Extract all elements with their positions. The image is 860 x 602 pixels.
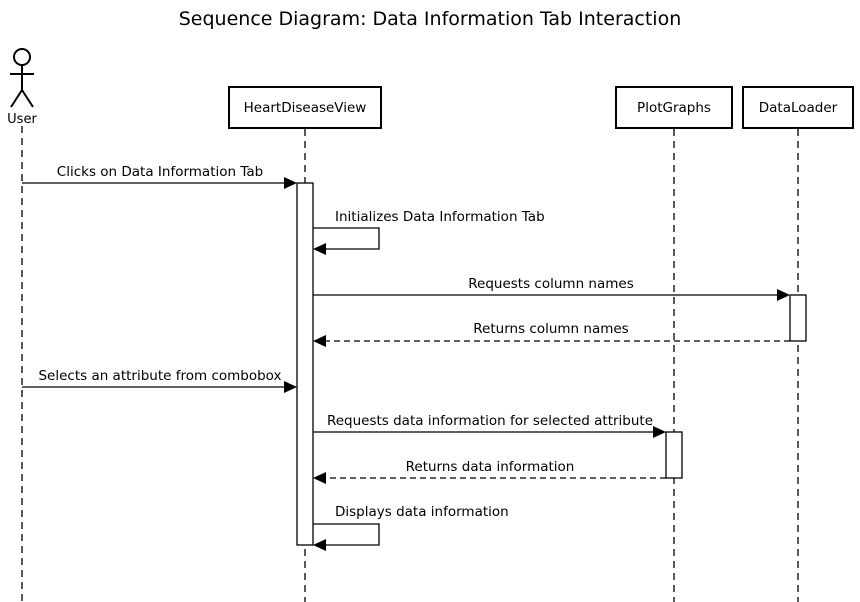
message-displays-data-information: Displays data information [313, 504, 509, 551]
activation-bar-plotgraphs [665, 431, 683, 479]
activation-bar-dataloader [789, 294, 807, 342]
participant-label: HeartDiseaseView [244, 100, 367, 116]
participant-heartdiseaseview: HeartDiseaseView [228, 86, 382, 129]
message-label: Initializes Data Information Tab [335, 209, 545, 225]
message-label: Requests data information for selected a… [327, 413, 653, 429]
message-returns-data-information: Returns data information [313, 459, 666, 484]
message-initializes-data-information-tab: Initializes Data Information Tab [313, 209, 545, 255]
message-label: Selects an attribute from combobox [38, 368, 281, 384]
message-returns-column-names: Returns column names [313, 321, 790, 347]
participant-label: DataLoader [759, 100, 838, 116]
message-requests-data-information: Requests data information for selected a… [313, 413, 666, 438]
activation-bar-heartdiseaseview [296, 182, 314, 546]
message-clicks-data-information-tab: Clicks on Data Information Tab [22, 164, 297, 189]
message-label: Returns column names [473, 321, 628, 337]
message-selects-attribute: Selects an attribute from combobox [22, 368, 297, 393]
message-label: Clicks on Data Information Tab [57, 164, 263, 180]
message-label: Requests column names [468, 276, 633, 292]
message-label: Returns data information [406, 459, 575, 475]
participant-label: PlotGraphs [637, 100, 711, 116]
actor-label-user: User [7, 112, 37, 127]
participant-plotgraphs: PlotGraphs [615, 86, 733, 129]
stick-figure-icon [10, 48, 34, 108]
message-requests-column-names: Requests column names [313, 276, 790, 301]
participant-dataloader: DataLoader [742, 86, 854, 129]
message-label: Displays data information [335, 504, 509, 520]
diagram-title: Sequence Diagram: Data Information Tab I… [179, 8, 682, 30]
